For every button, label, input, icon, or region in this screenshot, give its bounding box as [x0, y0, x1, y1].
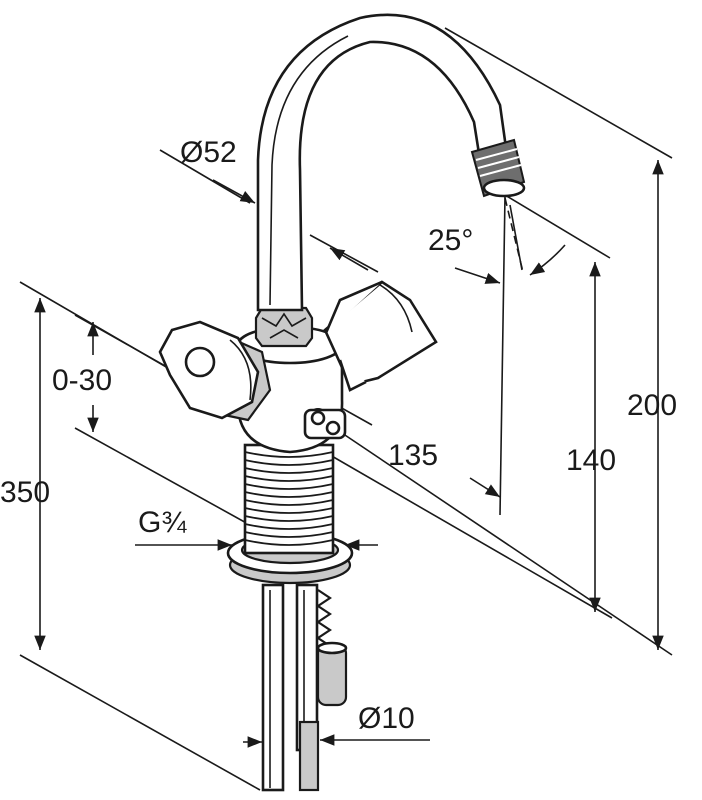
supply-pipes — [261, 583, 348, 792]
label-spout-reach: 135 — [388, 439, 438, 472]
right-handle — [323, 280, 438, 392]
label-angle: 25° — [428, 224, 473, 257]
label-adjust-range: 0-30 — [52, 364, 112, 397]
threaded-shank — [243, 443, 335, 555]
label-diameter-spout: Ø52 — [180, 136, 237, 169]
left-handle — [158, 320, 272, 422]
extension-lines — [19, 27, 673, 791]
label-height-total: 200 — [627, 389, 677, 422]
dimension-labels: Ø52 25° 135 140 200 350 0-30 G¾ Ø10 — [0, 136, 677, 735]
label-total-length: 350 — [0, 476, 50, 509]
faucet — [158, 13, 526, 792]
spout-nut — [254, 306, 314, 348]
label-diameter-pipe: Ø10 — [358, 702, 415, 735]
label-height-spout: 140 — [566, 444, 616, 477]
gooseneck-spout — [256, 13, 526, 312]
valve-body — [236, 325, 347, 454]
label-thread: G¾ — [138, 506, 187, 539]
